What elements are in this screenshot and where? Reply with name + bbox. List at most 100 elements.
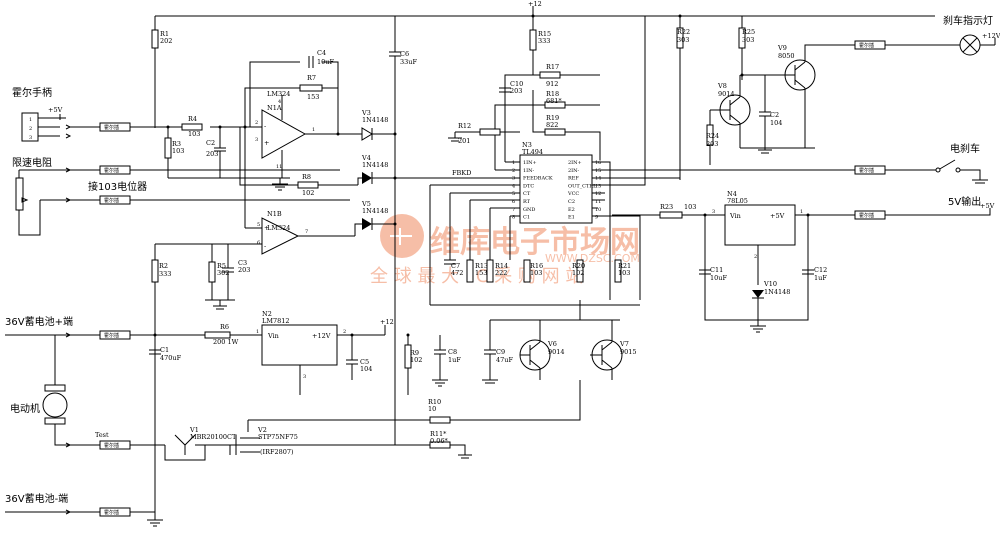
resistor-R1: R1 202: [151, 16, 172, 128]
junction-dots: [153, 14, 810, 337]
tl494-pin-name: GND: [523, 207, 535, 213]
label-components-r6-ref: R6: [220, 323, 229, 331]
label-labels-p5_hall: +5V: [48, 106, 63, 114]
resistor-R12: R12 201: [458, 122, 501, 145]
label-components-c5-val: 104: [360, 365, 372, 373]
tl494-pin-name: DTC: [523, 183, 534, 189]
label-components-r16-ref: R16: [530, 262, 543, 270]
label-components-c12-val: 1uF: [814, 274, 827, 282]
label-components-r4-ref: R4: [188, 115, 197, 123]
brake-switch: [612, 159, 988, 184]
label-out5v: 5V输出: [948, 195, 981, 208]
label-components-r20-val: 102: [572, 269, 584, 277]
resistor-R20: R20 102: [572, 259, 585, 283]
label-pins-n1a_2: 2: [255, 120, 258, 126]
label-p12-top: +12: [528, 0, 542, 8]
svg-text:-: -: [264, 122, 266, 130]
tl494-pin-name: C2: [568, 199, 575, 205]
label-components-r2-ref: R2: [159, 262, 168, 270]
label-components-r24-val: 203: [706, 140, 718, 148]
label-components-c6-ref: C6: [400, 50, 409, 58]
brake-lamp: +12V: [885, 32, 1000, 56]
label-components-v1-val: MBR20100CT: [190, 433, 237, 441]
label-speed-resistor: 限速电阻: [12, 156, 52, 169]
tl494-pin-num: 14: [595, 176, 601, 182]
wire-hall-signal: [70, 126, 262, 128]
label-components-c2-val: 203: [206, 150, 218, 158]
label-components-n4-ref: N4: [727, 190, 737, 198]
gnd-1: [168, 177, 290, 191]
resistor-R16: R16 103: [523, 259, 543, 283]
label-components-n2-vin: Vin: [267, 332, 279, 340]
pot-resistor: [15, 169, 60, 236]
tl494-pin-num: 10: [595, 207, 601, 213]
label-components-v5-val: 1N4148: [362, 207, 388, 215]
connector-tag-2: 霍尔插: [99, 165, 131, 175]
label-components-n4-vin: Vin: [729, 212, 741, 220]
diode-V5: V5 1N4148: [354, 200, 395, 236]
svg-text:+: +: [264, 139, 269, 147]
wire-ref: [625, 16, 680, 186]
label-brake-lamp: 刹车指示灯: [943, 14, 993, 27]
capacitor-C2b: C2 104: [759, 75, 782, 148]
svg-text:-: -: [264, 242, 266, 250]
label-components-r17-ref: R17: [546, 63, 559, 71]
tl494-pin-name: CT: [523, 191, 531, 197]
svg-text:+: +: [264, 224, 269, 232]
capacitor-C1: C1 470uF: [149, 346, 182, 362]
label-components-c10-val: 203: [510, 87, 522, 95]
label-components-c7-ref: C7: [451, 262, 460, 270]
label-components-r23-ref: R23: [660, 203, 673, 211]
rail-12v-top: [155, 6, 935, 17]
label-components-r14-ref: R14: [495, 262, 508, 270]
label-components-c11-val: 10uF: [710, 274, 727, 282]
regulator-N4: N4 78L05 Vin +5V 3 1 2: [712, 190, 803, 285]
connector-tag-5: 霍尔插: [99, 440, 131, 450]
label-components-v9-val: 8050: [778, 52, 795, 60]
label-components-n1b-val: LM324: [267, 224, 290, 232]
resistor-R15: R15 333: [529, 29, 551, 51]
label-components-r9-val: 102: [410, 356, 422, 364]
resistor-R23: R23 103: [612, 203, 809, 321]
label-components-c6-val: 33uF: [400, 58, 417, 66]
label-pins-n2_2: 2: [343, 329, 346, 335]
label-components-c3-ref: C3: [238, 259, 247, 267]
tl494-pin-num: 7: [512, 207, 515, 213]
label-components-c10-ref: C10: [510, 80, 523, 88]
tl494-pin-name: VCC: [567, 191, 579, 197]
tl494-pin-name: OUT_CTRL: [568, 183, 597, 189]
tl494-pin-num: 8: [512, 215, 515, 221]
label-batt-plus: 36V蓄电池+端: [5, 315, 73, 328]
resistor-R14: R14 222: [486, 259, 508, 283]
label-components-n1a-ref: N1A: [267, 104, 282, 112]
label-components-r7-ref: R7: [307, 74, 316, 82]
tl494-pin-name: RT: [523, 199, 531, 205]
gnd-right: [740, 147, 815, 154]
label-pins-n4_2: 2: [754, 254, 757, 260]
label-components-r8-ref: R8: [302, 173, 311, 181]
resistor-R5: R5 302 C3 203: [205, 244, 250, 310]
capacitor-C12: C12 1uF: [802, 266, 827, 282]
label-components-c11-ref: C11: [710, 266, 723, 274]
label-components-c9-val: 47uF: [496, 356, 513, 364]
label-components-r10-val: 10: [428, 405, 436, 413]
capacitor-C6: C6 33uF: [389, 16, 417, 445]
tl494-pin-num: 11: [595, 199, 601, 205]
connector-tag-8: 霍尔插: [854, 165, 886, 175]
capacitor-C2: C2 203: [206, 127, 226, 178]
motor: [42, 335, 165, 448]
label-components-c12-ref: C12: [814, 266, 827, 274]
wire-speed: [60, 167, 350, 203]
label-connectors-tag: 霍尔插: [859, 42, 874, 49]
resistor-R10: R10 10: [262, 380, 581, 424]
label-components-v3-ref: V3: [361, 109, 371, 117]
label-pins-n4_1: 1: [800, 209, 803, 215]
label-components-r15-ref: R15: [538, 30, 551, 38]
tl494-pin-num: 4: [512, 183, 515, 189]
label-components-n4-val: 78L05: [727, 197, 748, 205]
label-components-c5-ref: C5: [360, 358, 369, 366]
label-components-v7-ref: V7: [619, 340, 629, 348]
capacitor-C11: C11 10uF: [699, 266, 727, 282]
label-components-r3-ref: R3: [172, 140, 181, 148]
